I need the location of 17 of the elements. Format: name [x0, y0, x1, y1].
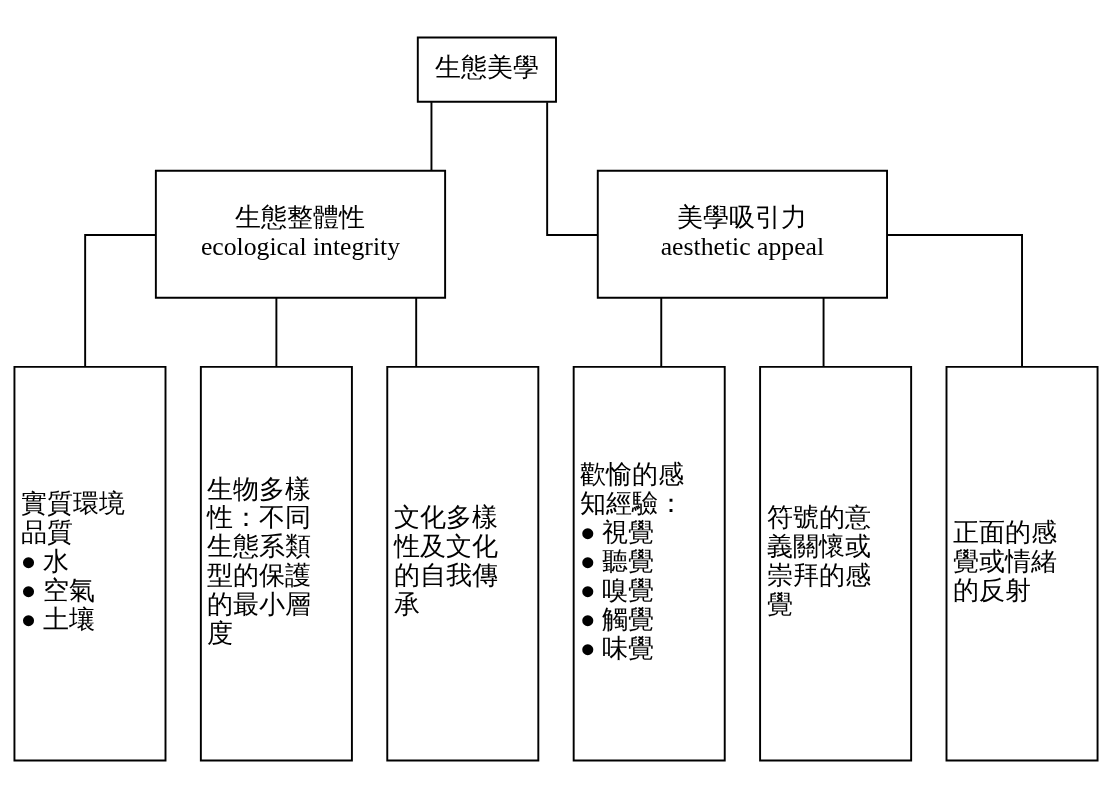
connector	[430, 101, 433, 172]
connector	[660, 296, 663, 368]
connector	[822, 296, 825, 368]
node-box: 生態美學	[416, 36, 557, 103]
node-box: 文化多樣性及文化的自我傳承	[386, 365, 540, 762]
node-box: 美學吸引力 aesthetic appeal	[596, 169, 888, 299]
connector	[84, 234, 157, 368]
connector	[415, 296, 418, 368]
connector	[886, 234, 1023, 368]
node-box: 實質環境品質 ● 水 ● 空氣 ● 土壤	[13, 365, 167, 762]
connector	[275, 296, 278, 368]
node-box: 符號的意義關懷或崇拜的感覺	[759, 365, 913, 762]
connector	[546, 101, 599, 237]
node-box: 正面的感覺或情緒的反射	[945, 365, 1099, 762]
node-box: 歡愉的感知經驗： ● 視覺 ● 聽覺 ● 嗅覺 ● 觸覺 ● 味覺	[572, 365, 726, 762]
node-box: 生物多樣性：不同生態系類型的保護的最小層度	[199, 365, 353, 762]
node-box: 生態整體性 ecological integrity	[154, 169, 447, 299]
